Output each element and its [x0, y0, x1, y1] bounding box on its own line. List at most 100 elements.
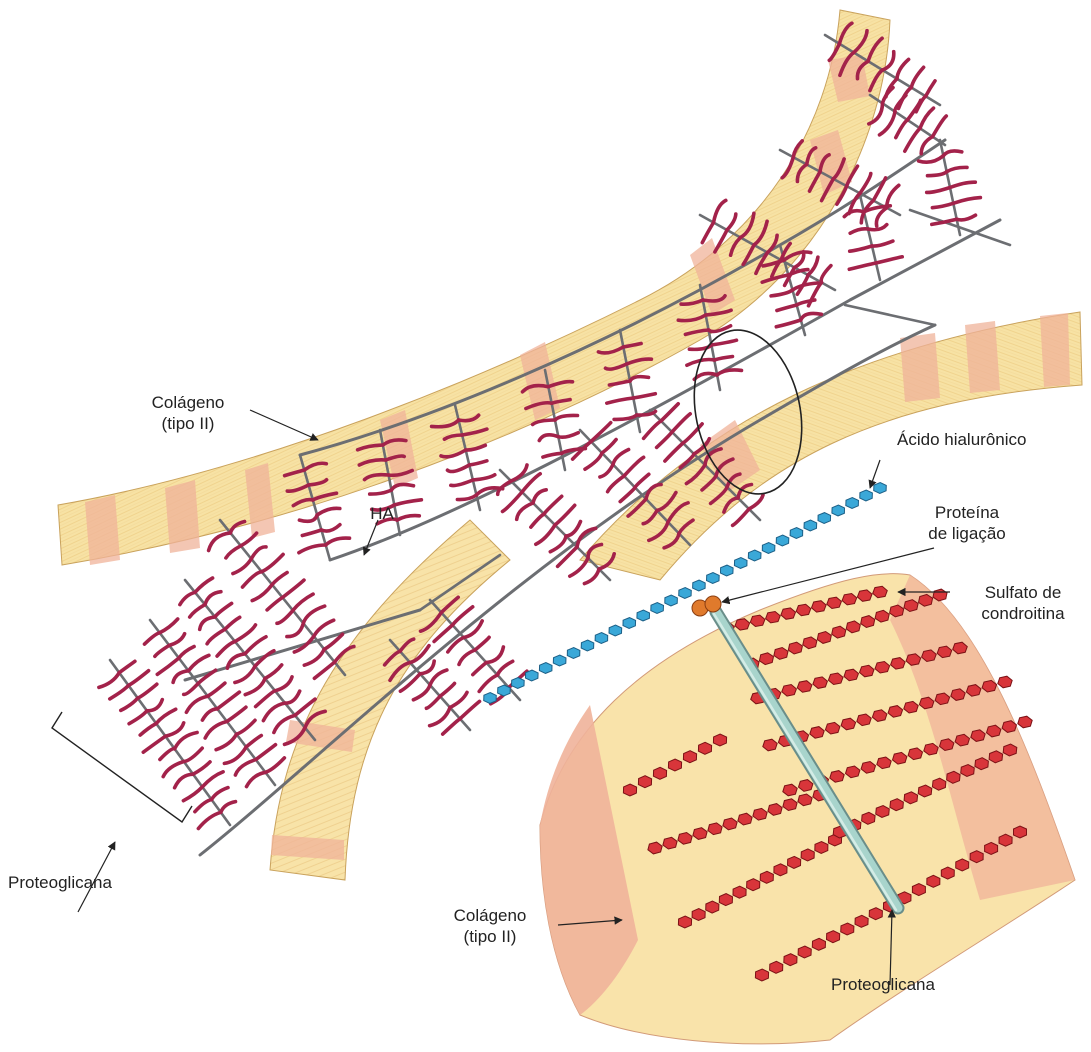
hyaluronic-acid-bead	[498, 685, 511, 696]
chondroitin-wavy-segment	[200, 617, 215, 630]
chondroitin-wavy-segment	[227, 707, 246, 721]
chondroitin-sulfate-bead	[770, 961, 783, 973]
chondroitin-wavy-segment	[208, 683, 225, 696]
chondroitin-sulfate-bead	[970, 851, 983, 863]
chondroitin-wavy-segment	[326, 538, 350, 545]
chondroitin-wavy-segment	[263, 703, 285, 721]
chondroitin-wavy-segment	[714, 200, 726, 222]
chondroitin-sulfate-bead	[774, 864, 787, 876]
chondroitin-wavy-segment	[226, 546, 241, 558]
chondroitin-wavy-segment	[155, 645, 169, 656]
chondroitin-wavy-segment	[872, 241, 893, 246]
chondroitin-wavy-segment	[233, 559, 251, 574]
chondroitin-wavy-segment	[391, 484, 413, 490]
chondroitin-sulfate-bead	[876, 806, 890, 818]
chondroitin-wavy-segment	[215, 603, 232, 617]
hyaluronic-acid-bead	[539, 663, 552, 674]
hyaluronic-acid-bead	[595, 633, 608, 644]
chondroitin-sulfate-bead	[927, 875, 940, 887]
chondroitin-wavy-segment	[147, 700, 162, 711]
hyaluronic-acid-bead	[790, 528, 803, 539]
chondroitin-wavy-segment	[195, 578, 213, 592]
label-sulfato-condroitina-line1: Sulfato de	[958, 582, 1088, 603]
chondroitin-wavy-segment	[265, 665, 282, 679]
hyaluronic-acid-bead	[553, 655, 566, 666]
chondroitin-wavy-segment	[876, 208, 886, 226]
chondroitin-sulfate-bead	[904, 792, 918, 804]
chondroitin-wavy-segment	[450, 692, 467, 707]
chondroitin-wavy-segment	[451, 480, 473, 486]
chondroitin-wavy-segment	[809, 283, 822, 306]
chondroitin-wavy-segment	[920, 108, 934, 128]
chondroitin-wavy-segment	[448, 465, 470, 472]
chondroitin-wavy-segment	[479, 675, 497, 691]
chondroitin-wavy-segment	[570, 558, 588, 576]
chondroitin-wavy-segment	[241, 533, 257, 546]
chondroitin-wavy-segment	[657, 432, 672, 447]
chondroitin-wavy-segment	[225, 617, 240, 629]
chondroitin-wavy-segment	[163, 762, 184, 777]
chondroitin-wavy-segment	[717, 370, 741, 375]
chondroitin-wavy-segment	[190, 605, 205, 617]
chondroitin-wavy-segment	[896, 120, 908, 138]
label-proteina-ligacao: Proteína de ligação	[902, 502, 1032, 544]
chondroitin-wavy-segment	[600, 465, 613, 478]
label-proteoglicana-left: Proteoglicana	[8, 872, 112, 893]
chondroitin-wavy-segment	[475, 637, 489, 650]
chondroitin-sulfate-bead	[999, 834, 1012, 846]
chondroitin-wavy-segment	[614, 415, 637, 419]
chondroitin-wavy-segment	[317, 508, 340, 515]
chondroitin-wavy-segment	[620, 488, 635, 502]
hyaluronic-acid-bead	[484, 693, 497, 704]
chondroitin-wavy-segment	[267, 598, 282, 610]
chondroitin-sulfate-bead	[668, 759, 681, 771]
chondroitin-wavy-segment	[262, 554, 283, 571]
chondroitin-wavy-segment	[245, 679, 265, 695]
chondroitin-sulfate-bead	[989, 751, 1003, 763]
label-sulfato-condroitina: Sulfato de condroitina	[958, 582, 1088, 624]
chondroitin-wavy-segment	[539, 435, 558, 441]
chondroitin-wavy-segment	[304, 649, 324, 665]
chondroitin-wavy-segment	[911, 67, 923, 87]
chondroitin-sulfate-bead	[755, 969, 768, 981]
chondroitin-wavy-segment	[517, 503, 533, 519]
hyaluronic-acid-bead	[707, 573, 720, 584]
chondroitin-sulfate-bead	[975, 758, 989, 770]
chondroitin-wavy-segment	[953, 198, 980, 204]
chondroitin-sulfate-bead	[788, 856, 801, 868]
chondroitin-sulfate-bead	[869, 908, 882, 920]
chondroitin-wavy-segment	[933, 116, 947, 137]
hyaluronic-acid-bead	[734, 558, 747, 569]
chondroitin-wavy-segment	[247, 772, 266, 786]
chondroitin-wavy-segment	[256, 745, 276, 760]
chondroitin-wavy-segment	[140, 724, 156, 736]
hyaluronic-acid-bead	[721, 565, 734, 576]
label-proteoglicana-left-text: Proteoglicana	[8, 872, 112, 893]
chondroitin-wavy-segment	[602, 440, 616, 454]
chondroitin-wavy-segment	[849, 263, 876, 269]
chondroitin-wavy-segment	[459, 650, 475, 664]
chondroitin-wavy-segment	[143, 736, 165, 752]
chondroitin-wavy-segment	[302, 530, 321, 536]
chondroitin-wavy-segment	[727, 214, 736, 230]
chondroitin-sulfate-bead	[941, 867, 954, 879]
chondroitin-wavy-segment	[897, 59, 909, 78]
chondroitin-wavy-segment	[544, 496, 562, 514]
chondroitin-wavy-segment	[550, 536, 566, 552]
chondroitin-wavy-segment	[165, 723, 183, 736]
label-ha: HA	[362, 503, 402, 524]
label-proteina-ligacao-line2: de ligação	[902, 523, 1032, 544]
chondroitin-wavy-segment	[927, 188, 950, 193]
chondroitin-wavy-segment	[566, 522, 581, 537]
chondroitin-sulfate-bead	[798, 946, 811, 958]
chondroitin-wavy-segment	[252, 585, 272, 601]
hyaluronic-acid-bead	[748, 550, 761, 561]
label-acido-hialuronico: Ácido hialurônico	[897, 429, 1026, 450]
hyaluronic-acid-bead	[804, 520, 817, 531]
hyaluronic-acid-bead	[874, 483, 887, 494]
chondroitin-wavy-segment	[145, 633, 160, 644]
chondroitin-wavy-segment	[212, 788, 229, 800]
chondroitin-wavy-segment	[440, 683, 455, 696]
chondroitin-wavy-segment	[256, 691, 275, 707]
chondroitin-wavy-segment	[299, 515, 317, 521]
